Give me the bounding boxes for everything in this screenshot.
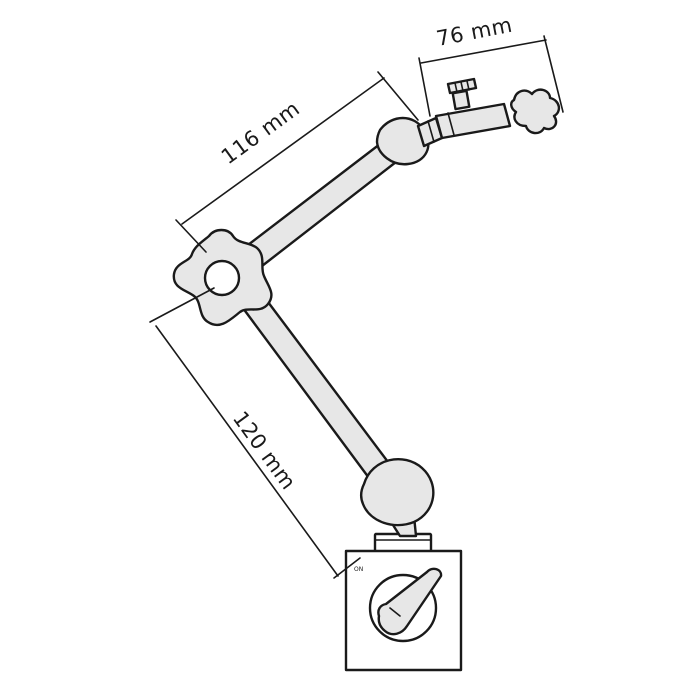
dimension-label-76mm: 76 mm — [434, 13, 514, 51]
dimension-label-116mm: 116 mm — [217, 96, 304, 169]
knob-hub — [203, 259, 241, 297]
lower-ball-joint — [360, 458, 435, 527]
on-label: ON — [354, 566, 363, 573]
top-holder — [416, 77, 561, 148]
lower-arm — [232, 284, 435, 538]
magnetic-base: ON — [344, 532, 463, 672]
upper-arm — [242, 116, 430, 268]
upper-ball-joint — [375, 116, 430, 166]
center-clamp-knob — [172, 228, 273, 327]
holder-body — [434, 102, 512, 140]
switch-lever — [377, 567, 443, 636]
dimension-120mm: 120 mm — [149, 287, 361, 579]
rear-star-knob — [510, 88, 561, 135]
dimension-label-120mm: 120 mm — [228, 407, 301, 494]
holder-screw — [451, 89, 471, 111]
